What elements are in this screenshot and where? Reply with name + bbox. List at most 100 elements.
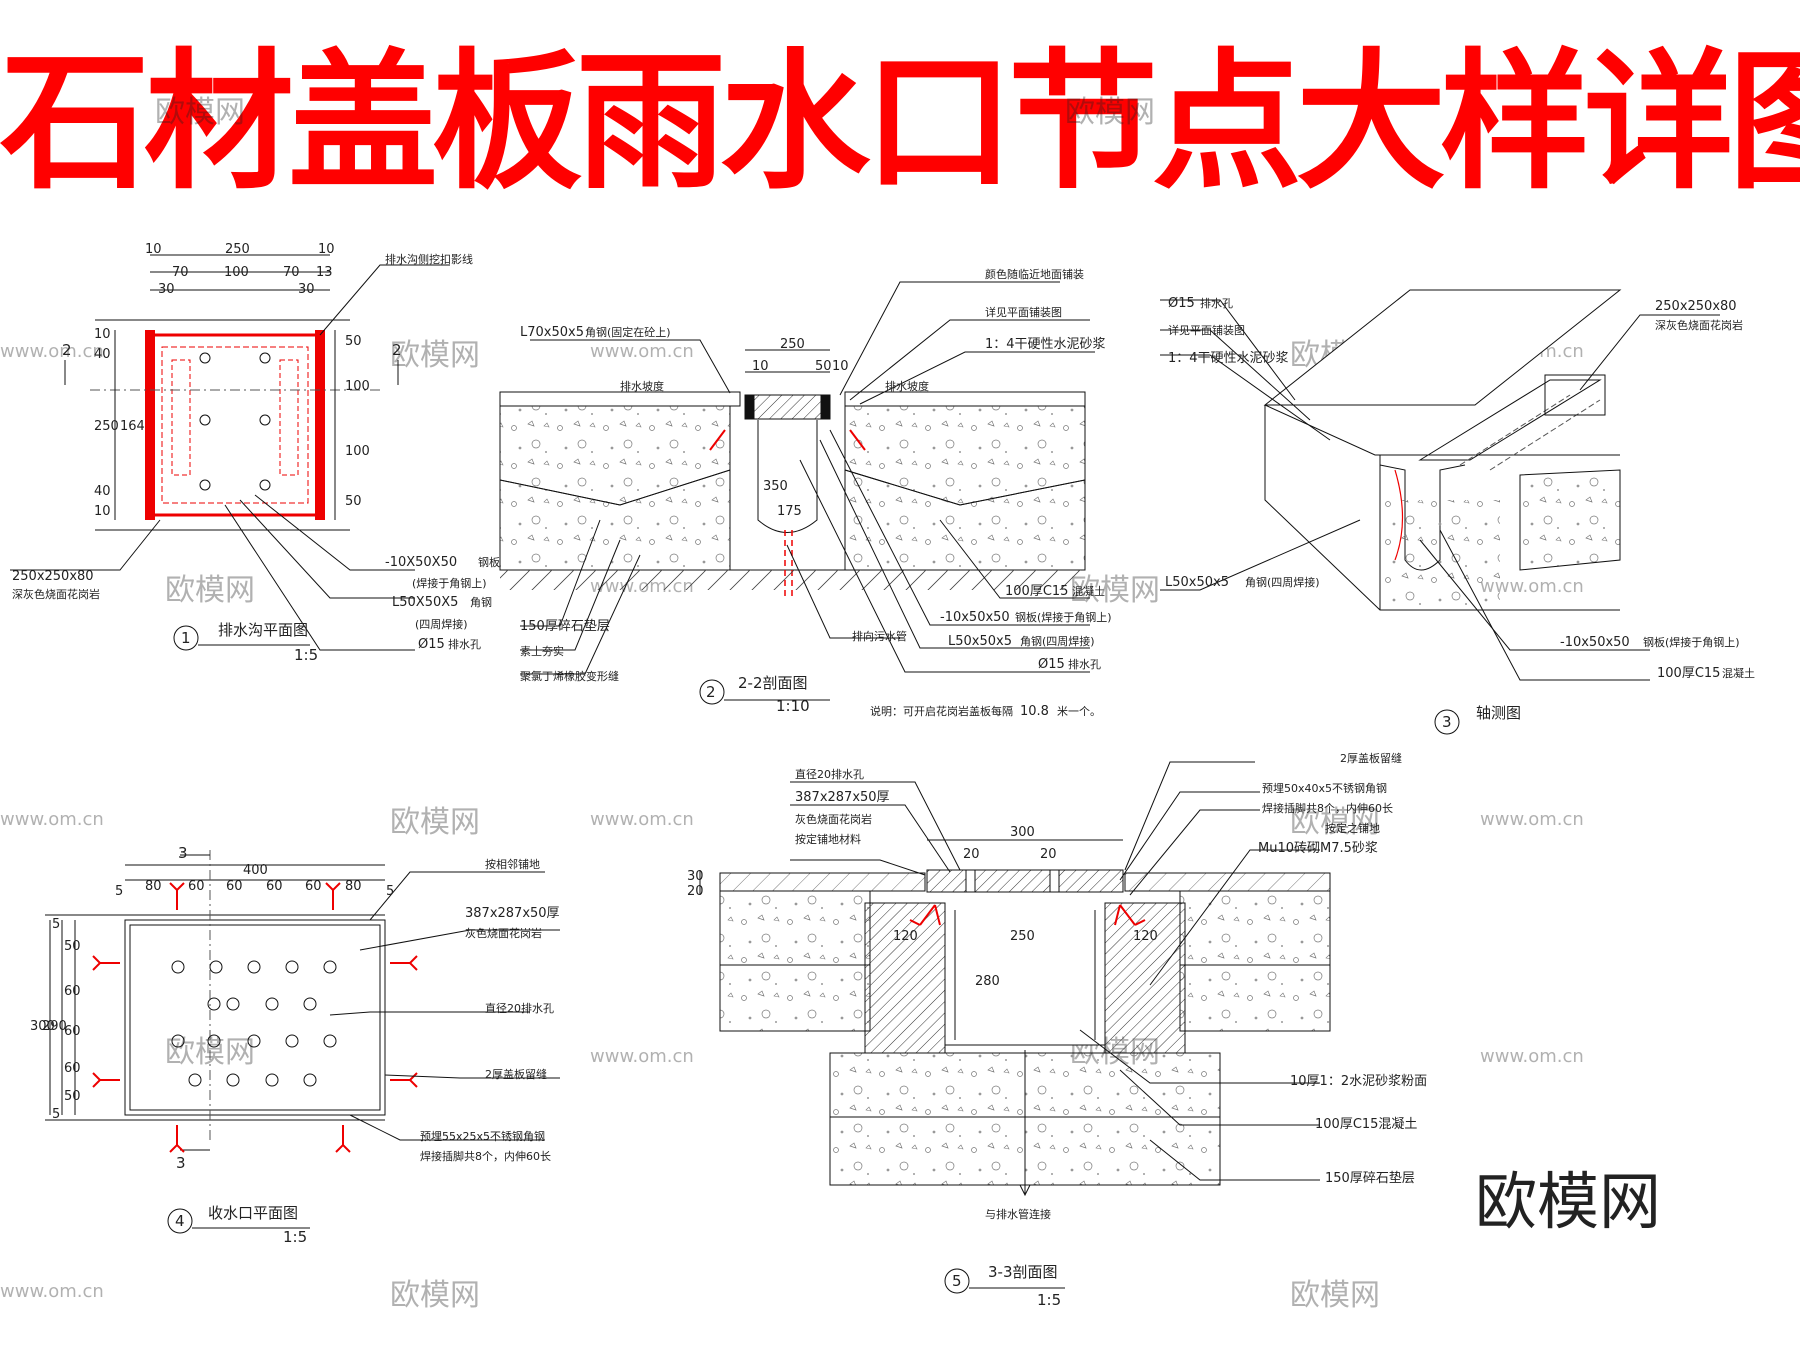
drain-hole [207, 997, 221, 1011]
detail-name: 收水口平面图 [208, 1204, 298, 1222]
detail-number-circle [699, 679, 725, 705]
label-hole: Ø15 [418, 637, 445, 652]
detail-4-inlet-plan [45, 850, 560, 1234]
dim: 10 [94, 327, 111, 342]
label-mortar: 1：4干硬性水泥砂浆 [1168, 351, 1289, 366]
label-hole-tag: 排水孔 [1200, 296, 1233, 310]
detail-scale: 1:5 [294, 646, 318, 664]
dim: 100 [345, 379, 370, 394]
drain-hole [209, 960, 223, 974]
dim: 30 [158, 282, 175, 297]
drain-hole [247, 960, 261, 974]
label-angle: L50x50x5 [1165, 575, 1229, 590]
watermark-url: www.om.cn [590, 1046, 694, 1067]
label-steel-note: 焊接插脚共8个，内伸60长 [420, 1149, 551, 1163]
label-plate-tag: 钢板(焊接于角钢上) [1643, 635, 1740, 649]
dim: 100 [224, 265, 249, 280]
section-mark: 3 [178, 844, 188, 862]
label-steel: 预埋55x25x5不锈钢角钢 [420, 1130, 545, 1143]
detail-2-text: 250 10 50 10 350 175 L70x50x5 角钢(固定在砼上) … [520, 267, 1112, 719]
label-plate: -10x50x50 [1560, 635, 1630, 650]
dim: 10 [752, 359, 769, 374]
watermark-url: www.om.cn [590, 341, 694, 362]
dim: 50 [815, 359, 832, 374]
label-angle-tag: 角钢(四周焊接) [1245, 575, 1320, 589]
label-hole: Ø15 [1038, 657, 1065, 672]
dim: 250 [1010, 929, 1035, 944]
section-mark: 3 [176, 1154, 186, 1172]
detail-1-text: 250 10 10 70 100 70 30 30 13 10 40 250 1… [12, 242, 500, 664]
detail-number: 1 [181, 629, 191, 647]
dim: 70 [172, 265, 189, 280]
drain-hole [323, 960, 337, 974]
label-c15-tag: 混凝土 [1072, 584, 1105, 598]
dim: 60 [64, 1024, 81, 1039]
dim: 10 [145, 242, 162, 257]
label-angle-note: (四周焊接) [415, 617, 468, 631]
dim: 300 [30, 1019, 55, 1034]
drain-hole [226, 1073, 240, 1087]
label-profile: 排水沟侧挖扣影线 [385, 252, 473, 266]
dim: 10 [94, 504, 111, 519]
detail-3-text: Ø15 排水孔 详见平面铺装图 1：4干硬性水泥砂浆 250x250x80 深灰… [1165, 296, 1755, 731]
drain-hole [303, 997, 317, 1011]
label-slope: 排水坡度 [885, 379, 929, 393]
detail-4-text: 400 5 80 60 60 60 60 80 5 5 50 60 60 60 … [30, 844, 560, 1246]
label-slab: 387x287x50厚 [795, 790, 890, 805]
detail-number-circle [1434, 709, 1460, 735]
label-plate-tag: 钢板 [478, 555, 500, 569]
label-angle-tag: 角钢 [470, 596, 492, 609]
dim: 20 [1040, 847, 1057, 862]
watermark: 欧模网 [390, 1278, 480, 1313]
dim: 120 [1133, 929, 1158, 944]
watermark: 欧模网 [390, 338, 480, 373]
label-plate-tag: 钢板(焊接于角钢上) [1015, 610, 1112, 624]
drain-hole [199, 414, 211, 426]
dim: 13 [316, 265, 333, 280]
dim: 100 [345, 444, 370, 459]
dim: 5 [386, 884, 394, 899]
watermark-url: www.om.cn [1480, 809, 1584, 830]
dim: 10 [318, 242, 335, 257]
drain-hole [207, 1034, 221, 1048]
dim: 70 [283, 265, 300, 280]
drain-hole [303, 1073, 317, 1087]
dim: 250 [780, 337, 805, 352]
drain-hole [323, 1034, 337, 1048]
corner-watermark: 欧模网 [1475, 1165, 1661, 1238]
dim: 250 [94, 419, 119, 434]
label-gravel: 150厚碎石垫层 [1325, 1170, 1415, 1186]
label-soil: 素土夯实 [520, 644, 564, 658]
dim: 60 [64, 1061, 81, 1076]
watermark: 欧模网 [1290, 1278, 1380, 1313]
dim: 60 [226, 879, 243, 894]
dim: 50 [345, 334, 362, 349]
note-prefix: 说明：可开启花岗岩盖板每隔 [870, 704, 1013, 718]
dim: 60 [266, 879, 283, 894]
label-see: 详见平面铺装图 [985, 305, 1062, 319]
label-slab: 387x287x50厚 [465, 906, 560, 921]
dim: 60 [188, 879, 205, 894]
detail-number: 3 [1442, 713, 1452, 731]
dim: 80 [345, 879, 362, 894]
detail-name: 排水沟平面图 [218, 621, 308, 639]
detail-number-circle [944, 1268, 970, 1294]
watermark: 欧模网 [155, 95, 245, 130]
label-angle: L50x50x5 [948, 634, 1012, 649]
dim: 5 [52, 1107, 60, 1122]
watermark-url: www.om.cn [0, 1281, 104, 1302]
watermark: 欧模网 [1065, 95, 1155, 130]
detail-number: 5 [952, 1272, 962, 1290]
dim: 290 [42, 1019, 67, 1034]
drain-hole [247, 1034, 261, 1048]
label-steel: 预埋50x40x5不锈钢角钢 [1262, 782, 1387, 795]
label-plate-note: (焊接于角钢上) [412, 576, 487, 590]
drain-hole [199, 352, 211, 364]
detail-2-section [499, 281, 1095, 705]
dim: 40 [94, 484, 111, 499]
drain-hole [226, 997, 240, 1011]
drain-hole [265, 1073, 279, 1087]
dim: 175 [777, 504, 802, 519]
detail-number: 2 [706, 683, 716, 701]
